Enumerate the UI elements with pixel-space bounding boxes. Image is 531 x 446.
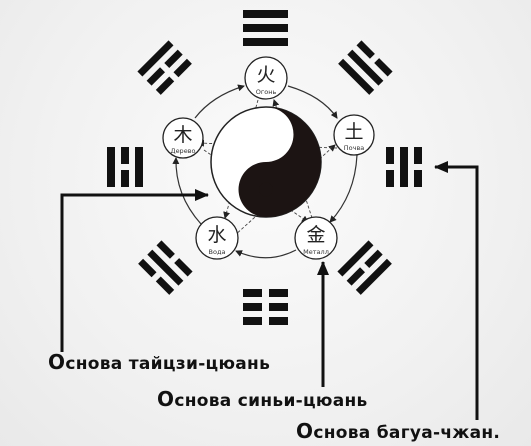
trigram-bottom-right [337,240,392,295]
element-wood-name: Дерево [170,147,195,155]
yin-yang-symbol [210,106,322,218]
element-water: 水 Вода [195,216,239,260]
pointer-arrow-bagua [434,161,479,420]
trigram-bottom-left [138,240,193,295]
label-xingyi-initial: О [157,387,175,411]
label-bagua-text: снова багуа-чжан. [313,423,501,443]
label-taiji: Основа тайцзи-цюань [48,350,270,374]
element-wood-char: 木 [173,124,192,146]
label-taiji-initial: О [48,350,66,374]
element-earth-char: 土 [344,121,363,143]
label-bagua-initial: О [296,419,314,443]
element-earth-name: Почва [344,144,365,152]
trigram-top [243,10,288,46]
label-xingyi-text: снова синьи-цюань [174,391,368,411]
element-metal: 金 Металл [294,216,338,260]
pointer-arrow-taiji [60,189,209,352]
element-metal-name: Металл [303,248,329,256]
element-fire-char: 火 [256,64,275,86]
trigram-bottom [243,289,288,325]
trigram-right [386,147,422,187]
element-metal-char: 金 [306,224,325,246]
element-fire: 火 Огонь [244,56,288,100]
element-water-char: 水 [207,224,226,246]
trigram-top-right [338,40,393,95]
element-earth: 土 Почва [333,114,375,156]
label-bagua: Основа багуа-чжан. [296,419,500,443]
element-fire-name: Огонь [256,88,277,96]
element-wood: 木 Дерево [162,117,204,159]
label-xingyi: Основа синьи-цюань [157,387,368,411]
element-water-name: Вода [209,248,226,256]
label-taiji-text: снова тайцзи-цюань [65,354,271,374]
trigram-left [107,147,143,187]
trigram-top-left [137,40,192,95]
generating-cycle [172,84,358,259]
